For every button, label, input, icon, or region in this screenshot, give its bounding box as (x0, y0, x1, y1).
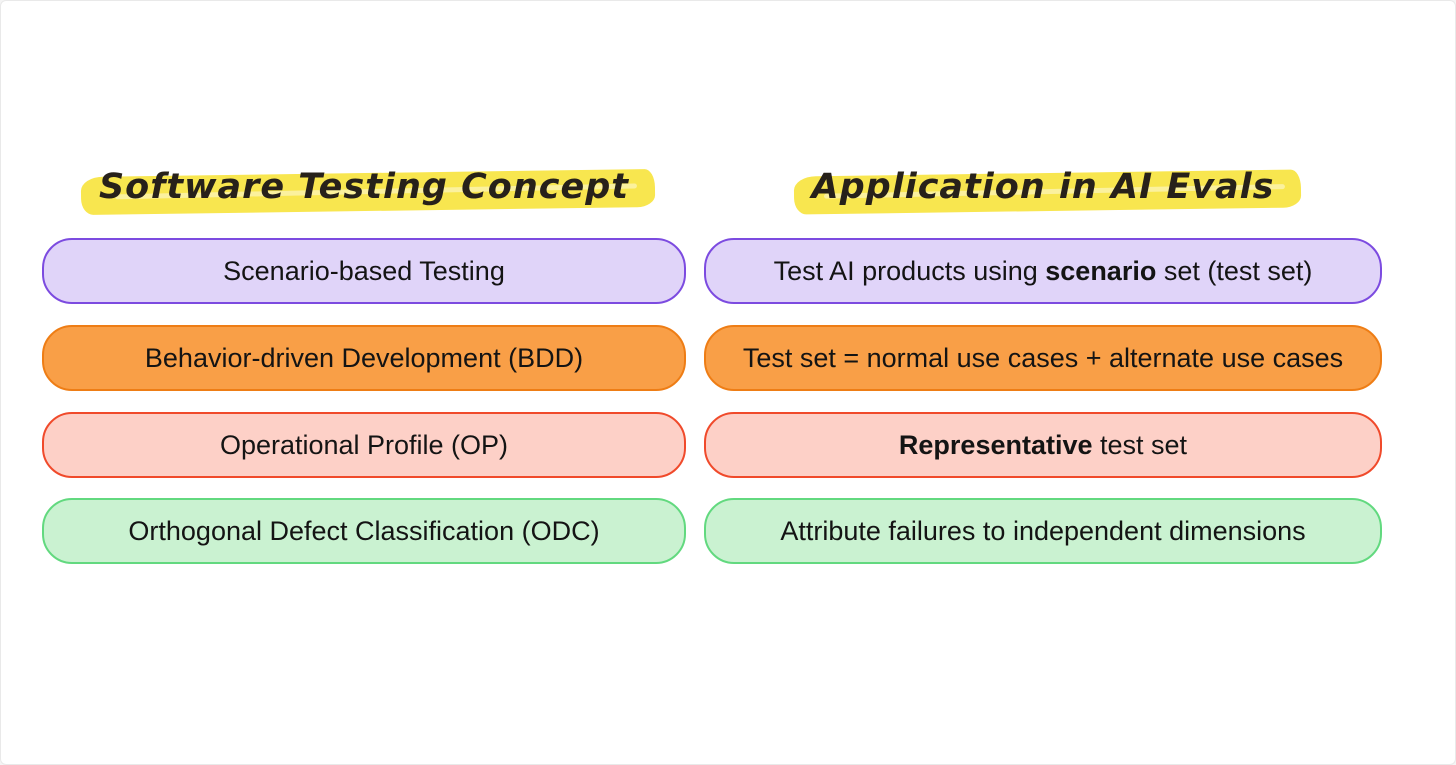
pill-label: Representative test set (898, 429, 1188, 460)
pill-label: Attribute failures to independent dimens… (780, 515, 1306, 546)
pill-behavior-driven-development: Behavior-driven Development (BDD) (42, 325, 686, 391)
pill-label: Orthogonal Defect Classification (ODC) (128, 515, 600, 546)
pill-orthogonal-defect-classification: Orthogonal Defect Classification (ODC) (42, 498, 686, 564)
pill-label: Test set = normal use cases + alternate … (742, 342, 1344, 373)
pill-label: Scenario-based Testing (223, 255, 505, 286)
header-application-in-ai-evals: Application in AI Evals (704, 159, 1382, 215)
header-highlight-left: Software Testing Concept (80, 165, 656, 216)
header-highlight-right: Application in AI Evals (793, 165, 1301, 215)
header-left-label: Software Testing Concept (98, 167, 630, 207)
pill-test-ai-products: Test AI products using scenario set (tes… (704, 238, 1382, 304)
pill-label: Behavior-driven Development (BDD) (144, 342, 584, 373)
pill-representative-test-set: Representative test set (704, 412, 1382, 478)
pill-test-set-use-cases: Test set = normal use cases + alternate … (704, 325, 1382, 391)
pill-label: Operational Profile (OP) (219, 429, 509, 460)
header-software-testing-concept: Software Testing Concept (42, 159, 686, 216)
pill-scenario-based-testing: Scenario-based Testing (42, 238, 686, 304)
pill-operational-profile: Operational Profile (OP) (42, 412, 686, 478)
pill-attribute-failures: Attribute failures to independent dimens… (704, 498, 1382, 564)
pill-label: Test AI products using scenario set (tes… (773, 255, 1313, 286)
header-right-label: Application in AI Evals (811, 167, 1275, 207)
